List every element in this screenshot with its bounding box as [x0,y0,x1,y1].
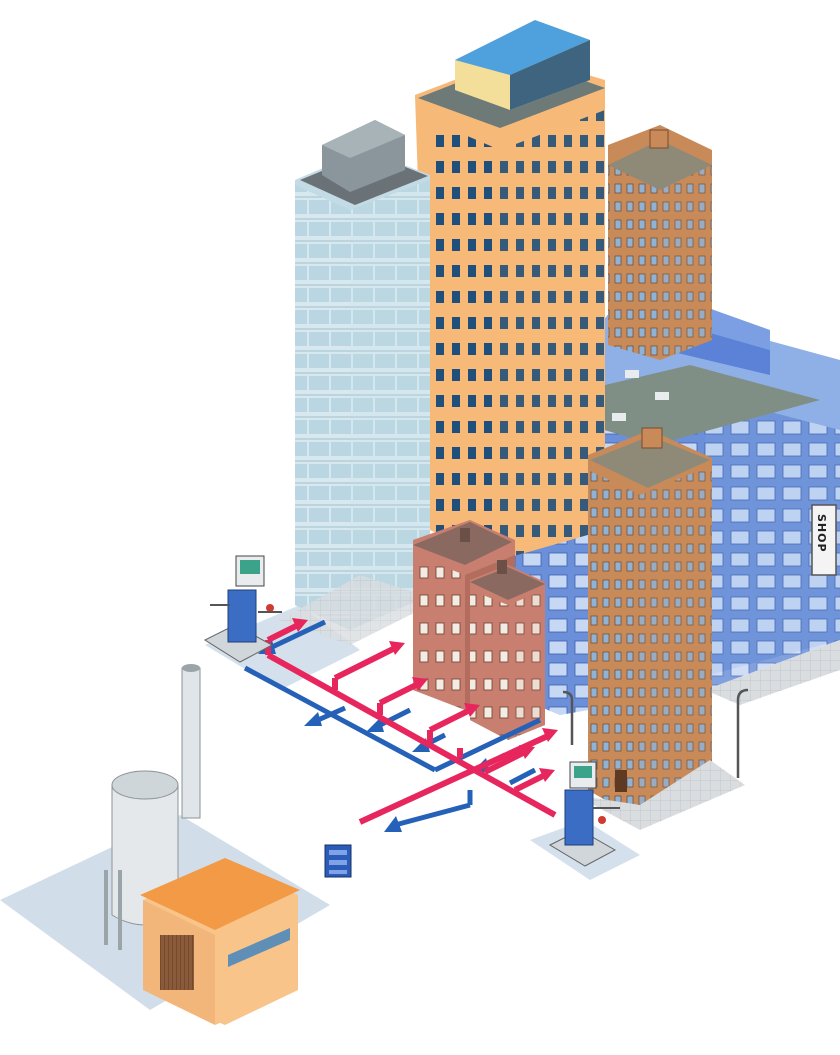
heat-exchanger-icon [325,845,351,877]
shop-sign: SHOP [812,505,836,575]
tall-orange-tower [415,20,605,560]
shop-sign-label: SHOP [815,514,828,553]
chimney-icon [182,664,200,818]
substation-left [205,556,282,662]
brown-tower-back [608,125,712,360]
